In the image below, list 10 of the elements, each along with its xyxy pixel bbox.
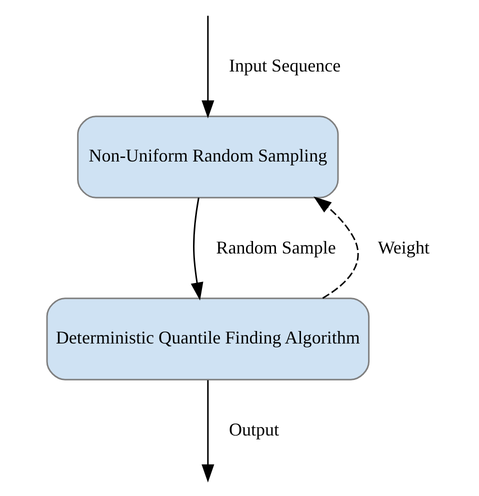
edge-label: Weight [378,237,430,258]
node-box: Deterministic Quantile Finding Algorithm [46,298,370,380]
edge-label: Input Sequence [228,55,341,76]
arrow [202,16,214,118]
arrow [314,196,359,299]
arrow [202,380,214,482]
edge-label: Output [228,419,280,440]
edge-label: Random Sample [216,237,336,258]
arrow [190,198,204,300]
node-box: Non-Uniform Random Sampling [77,116,339,198]
